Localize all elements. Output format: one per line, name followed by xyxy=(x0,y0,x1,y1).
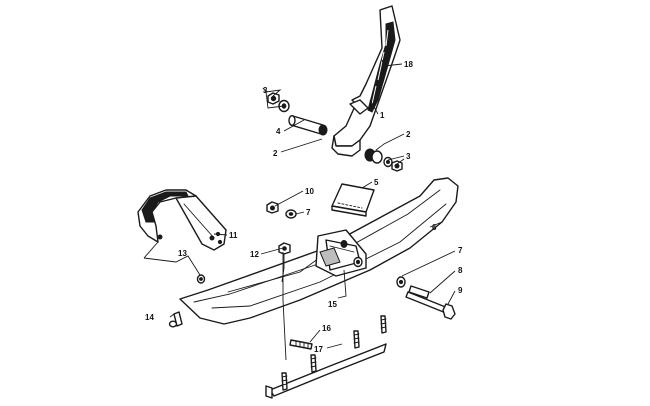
callout-17: 17 xyxy=(314,345,323,354)
bolt-9 xyxy=(405,291,456,320)
nut-3-lower xyxy=(391,160,403,172)
fastener-12 xyxy=(278,242,291,255)
bolt-16 xyxy=(289,339,313,350)
callout-6: 6 xyxy=(432,223,437,232)
ski xyxy=(179,177,459,325)
callout-1a: 1 xyxy=(380,111,385,120)
callout-7b: 7 xyxy=(458,246,463,255)
callout-3b: 3 xyxy=(406,152,411,161)
callout-3a: 3 xyxy=(263,86,268,95)
spacer-4 xyxy=(288,114,328,136)
callout-12: 12 xyxy=(250,250,259,259)
bushing-8 xyxy=(408,285,430,299)
callout-labels: 18 1 3 4 2 2 3 5 10 7 6 11 12 13 7 8 9 1… xyxy=(145,60,463,354)
callout-14: 14 xyxy=(145,313,154,322)
callout-2a: 2 xyxy=(273,149,278,158)
callout-2b: 2 xyxy=(406,130,411,139)
wear-bar xyxy=(265,315,387,399)
callout-13: 13 xyxy=(178,249,187,258)
nut-3-upper xyxy=(267,92,280,105)
callout-16: 16 xyxy=(322,324,331,333)
callout-10: 10 xyxy=(305,187,314,196)
callout-18: 18 xyxy=(404,60,413,69)
leader-lines xyxy=(143,59,456,361)
wear-plate xyxy=(331,183,375,217)
callout-5: 5 xyxy=(374,178,379,187)
washer-7-left xyxy=(285,209,297,219)
callout-4: 4 xyxy=(276,127,281,136)
callout-9: 9 xyxy=(458,286,463,295)
fastener-13 xyxy=(196,274,206,284)
callout-7a: 7 xyxy=(306,208,311,217)
nut-10 xyxy=(266,201,279,214)
callout-8: 8 xyxy=(458,266,463,275)
callout-15: 15 xyxy=(328,300,337,309)
bolt-14 xyxy=(168,311,183,328)
callout-11: 11 xyxy=(229,231,238,240)
spindle-guard xyxy=(367,21,396,113)
bushing-2-lower xyxy=(364,148,383,164)
washer-7-right xyxy=(396,276,406,288)
spindle-arm xyxy=(331,5,401,157)
ski-handle xyxy=(137,189,227,251)
